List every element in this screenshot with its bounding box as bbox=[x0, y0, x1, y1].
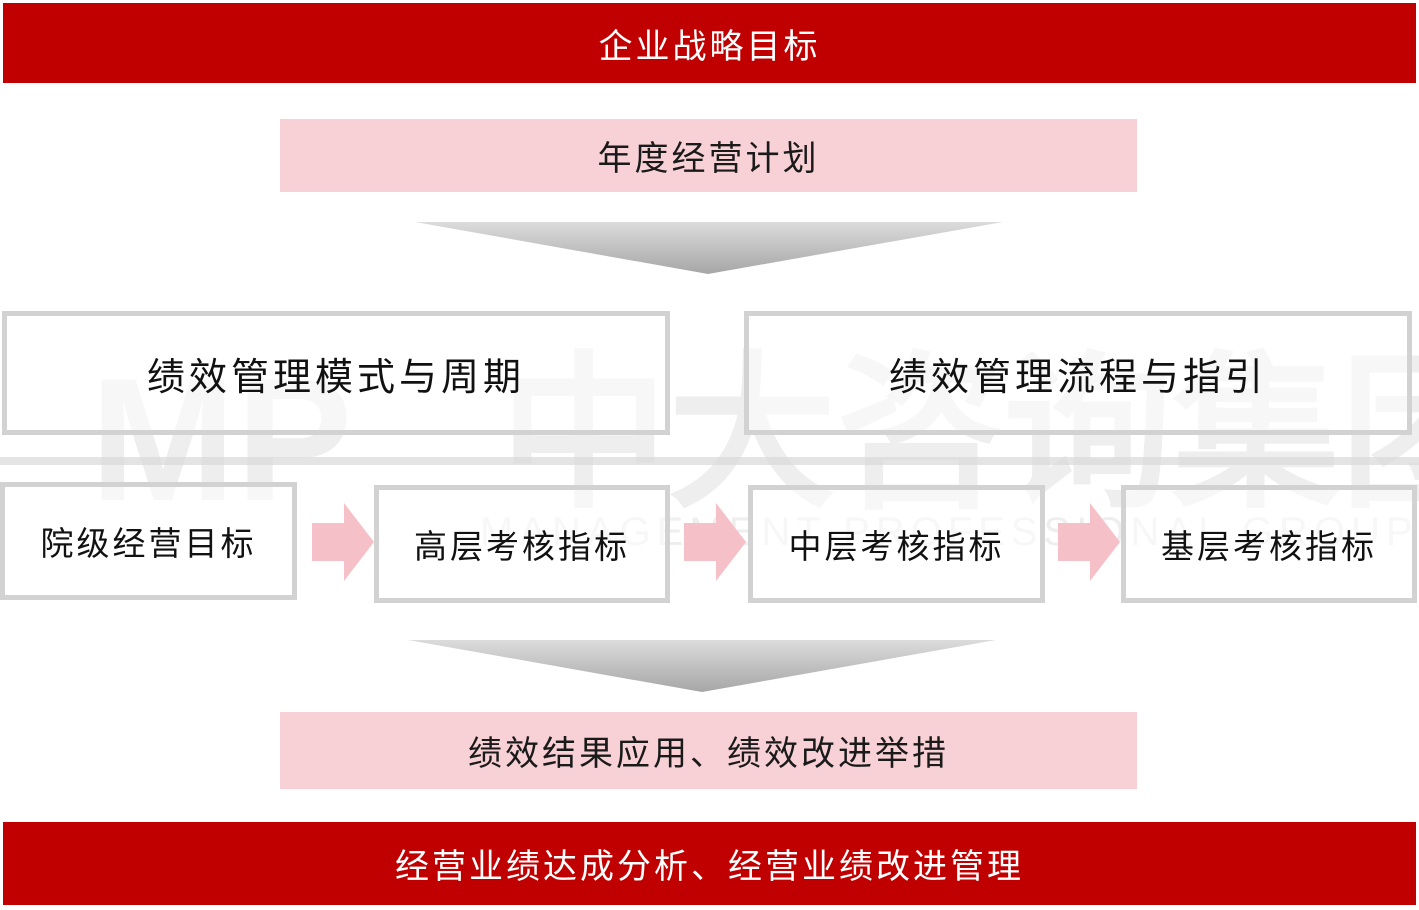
chain-item-institute-goal: 院级经营目标 bbox=[0, 482, 297, 600]
watermark-line bbox=[0, 457, 1419, 465]
right-arrow-icon bbox=[1058, 503, 1120, 581]
strategy-goal-band: 企业战略目标 bbox=[3, 3, 1416, 83]
chain-item-label: 院级经营目标 bbox=[40, 524, 257, 563]
chain-item-label: 基层考核指标 bbox=[1161, 527, 1377, 566]
strategy-goal-label: 企业战略目标 bbox=[598, 26, 821, 67]
chain-item-senior-kpi: 高层考核指标 bbox=[374, 485, 670, 603]
results-application-label: 绩效结果应用、绩效改进举措 bbox=[468, 734, 949, 774]
performance-mode-label: 绩效管理模式与周期 bbox=[146, 354, 525, 399]
annual-plan-band: 年度经营计划 bbox=[280, 119, 1137, 192]
chain-item-middle-kpi: 中层考核指标 bbox=[748, 485, 1045, 603]
performance-analysis-band: 经营业绩达成分析、经营业绩改进管理 bbox=[3, 822, 1416, 905]
performance-process-box: 绩效管理流程与指引 bbox=[744, 311, 1412, 435]
performance-analysis-label: 经营业绩达成分析、经营业绩改进管理 bbox=[395, 847, 1024, 887]
performance-mode-box: 绩效管理模式与周期 bbox=[2, 311, 670, 435]
performance-process-label: 绩效管理流程与指引 bbox=[888, 354, 1267, 399]
chain-item-label: 高层考核指标 bbox=[414, 527, 630, 566]
right-arrow-icon bbox=[684, 503, 746, 581]
right-arrow-icon bbox=[312, 503, 374, 581]
chain-item-base-kpi: 基层考核指标 bbox=[1121, 485, 1417, 603]
chain-item-label: 中层考核指标 bbox=[788, 527, 1005, 566]
down-chevron-arrow-icon bbox=[415, 222, 1003, 274]
results-application-band: 绩效结果应用、绩效改进举措 bbox=[280, 712, 1137, 789]
down-chevron-arrow-icon bbox=[408, 640, 996, 692]
annual-plan-label: 年度经营计划 bbox=[597, 139, 820, 179]
